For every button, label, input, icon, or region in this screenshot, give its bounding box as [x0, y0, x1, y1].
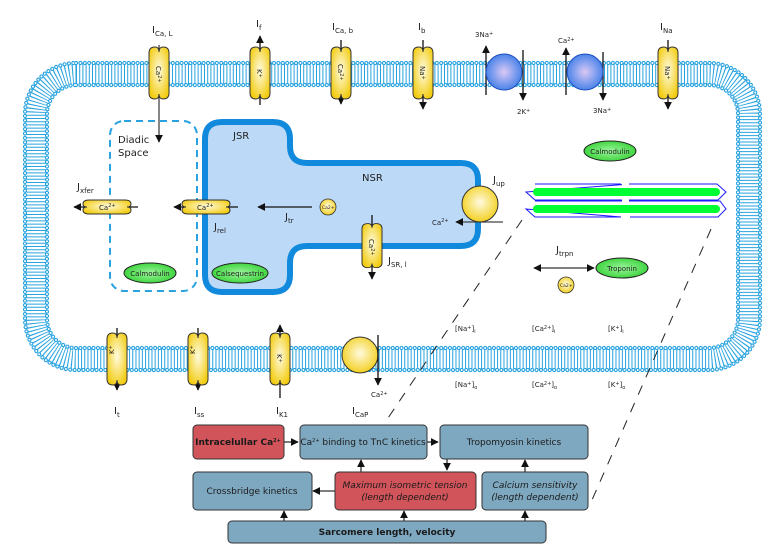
- sarcoplasmic-reticulum: [202, 119, 481, 295]
- intracellular-ca-box: [192, 424, 285, 460]
- ca-binding-box: [299, 424, 428, 460]
- crossbridge-box: [192, 471, 313, 511]
- svg-text:[Ca2+]i: [Ca2+]i: [532, 325, 555, 335]
- svg-text:INa: INa: [660, 22, 672, 35]
- svg-text:3Na+: 3Na+: [475, 31, 493, 39]
- svg-text:2K+: 2K+: [517, 108, 530, 116]
- svg-text:Na+: Na+: [663, 66, 671, 80]
- sensitivity-label-1: Calcium sensitivity: [493, 481, 579, 491]
- sarcomere-label: Sarcomere length, velocity: [319, 528, 456, 538]
- diadic-label-1: Diadic: [118, 135, 149, 146]
- myofilaments: [524, 180, 727, 220]
- jsr-label: JSR: [232, 131, 249, 142]
- calmodulin-cytosol: Calmodulin: [583, 140, 637, 162]
- sensitivity-label-2: (length dependent): [491, 493, 578, 503]
- intracellular-ca-label: Intracelullar Ca2+: [195, 438, 281, 448]
- svg-text:Jtrpn: Jtrpn: [555, 245, 573, 258]
- channel-ik1: K+ IK1: [269, 324, 291, 419]
- tropomyosin-label: Tropomyosin kinetics: [466, 438, 562, 448]
- channel-icab: Ca2+ ICa, b: [330, 22, 354, 105]
- svg-text:It: It: [114, 406, 120, 419]
- svg-text:[Na+]o: [Na+]o: [455, 381, 477, 391]
- svg-text:K+: K+: [108, 345, 116, 354]
- channel-ib: Na+ Ib: [412, 22, 434, 110]
- svg-text:Na+: Na+: [418, 66, 426, 80]
- tropomyosin-box: [439, 424, 589, 460]
- channel-ical: Ca2+ ICa, L: [148, 25, 173, 143]
- calmodulin-diadic: Calmodulin: [123, 262, 177, 284]
- channel-it: K+ It: [106, 328, 128, 419]
- flux-jxfer: Ca2+ Jxfer: [73, 182, 138, 215]
- tension-label-2: (length dependent): [361, 493, 448, 503]
- svg-text:Jxfer: Jxfer: [76, 182, 94, 195]
- svg-text:Ca2+: Ca2+: [322, 205, 335, 211]
- ical-label: ICa, L: [152, 25, 173, 38]
- svg-text:ICaP: ICaP: [352, 406, 368, 419]
- svg-text:Ca2+: Ca2+: [432, 218, 449, 227]
- svg-text:K+: K+: [275, 354, 283, 363]
- flux-jrel: Ca2+ Jrel: [173, 199, 238, 235]
- concentration-labels: [Na+]i [Ca2+]i [K+]i [Na+]o [Ca2+]o [K+]…: [455, 325, 625, 391]
- svg-text:Iss: Iss: [194, 406, 205, 419]
- svg-text:ICa, b: ICa, b: [332, 22, 354, 35]
- svg-text:[Ca2+]o: [Ca2+]o: [532, 381, 557, 391]
- svg-text:Jrel: Jrel: [213, 222, 226, 235]
- svg-text:Ca2+: Ca2+: [560, 283, 573, 289]
- svg-text:Troponin: Troponin: [606, 265, 637, 273]
- flux-jtrpn: Jtrpn Ca2+: [533, 245, 595, 294]
- svg-text:K+: K+: [189, 345, 197, 354]
- svg-text:Ca2+: Ca2+: [99, 203, 116, 212]
- svg-text:Ca2+: Ca2+: [336, 64, 344, 81]
- svg-text:K+: K+: [255, 69, 263, 78]
- channel-iss: K+ Iss: [187, 328, 209, 419]
- sodium-potassium-pump: 3Na+ 2K+: [475, 31, 530, 116]
- svg-text:[Na+]i: [Na+]i: [455, 325, 476, 335]
- svg-text:Ca2+: Ca2+: [197, 203, 214, 212]
- flow-diagram: [192, 424, 589, 544]
- calsequestrin: Calsequestrin: [211, 262, 269, 284]
- svg-text:Calmodulin: Calmodulin: [590, 148, 629, 156]
- svg-text:Jtr: Jtr: [284, 212, 294, 225]
- troponin: Troponin: [595, 257, 649, 279]
- channel-ina: Na+ INa: [657, 22, 679, 110]
- svg-text:Calsequestrin: Calsequestrin: [216, 270, 264, 278]
- svg-text:[K+]o: [K+]o: [608, 381, 625, 391]
- svg-text:3Na+: 3Na+: [593, 107, 611, 115]
- flux-jtr: Ca2+ Jtr: [257, 198, 337, 225]
- svg-text:Ca2+: Ca2+: [558, 37, 575, 45]
- channel-if: K+ If: [249, 19, 271, 105]
- crossbridge-label: Crossbridge kinetics: [206, 487, 297, 497]
- svg-text:Ca2+: Ca2+: [367, 239, 375, 256]
- svg-text:IK1: IK1: [276, 406, 288, 419]
- nsr-label: NSR: [362, 173, 383, 184]
- sodium-calcium-exchanger: Ca2+ 3Na+: [558, 37, 611, 115]
- svg-text:[K+]i: [K+]i: [608, 325, 624, 335]
- ca-binding-label: Ca2+ binding to TnC kinetics: [300, 438, 426, 448]
- tension-box: [334, 471, 477, 511]
- flux-jup: Ca2+ Jup: [432, 175, 505, 227]
- sarcomere-box: [227, 520, 547, 544]
- pump-icap: Ca2+ ICaP: [341, 335, 388, 419]
- cell-membrane: [22, 60, 763, 373]
- projection-lines: [387, 219, 712, 501]
- svg-text:Calmodulin: Calmodulin: [130, 270, 169, 278]
- sensitivity-box: [481, 471, 589, 511]
- diadic-label-2: Space: [118, 148, 148, 159]
- svg-text:JSR, l: JSR, l: [387, 256, 407, 269]
- svg-text:Ib: Ib: [418, 22, 426, 35]
- svg-text:Ca2+: Ca2+: [371, 391, 388, 399]
- svg-text:Ca2+: Ca2+: [154, 66, 162, 83]
- svg-text:If: If: [256, 19, 262, 32]
- svg-text:Jup: Jup: [492, 175, 505, 188]
- tension-label-1: Maximum isometric tension: [343, 481, 468, 491]
- flux-jsrl: Ca2+ JSR, l: [361, 215, 407, 280]
